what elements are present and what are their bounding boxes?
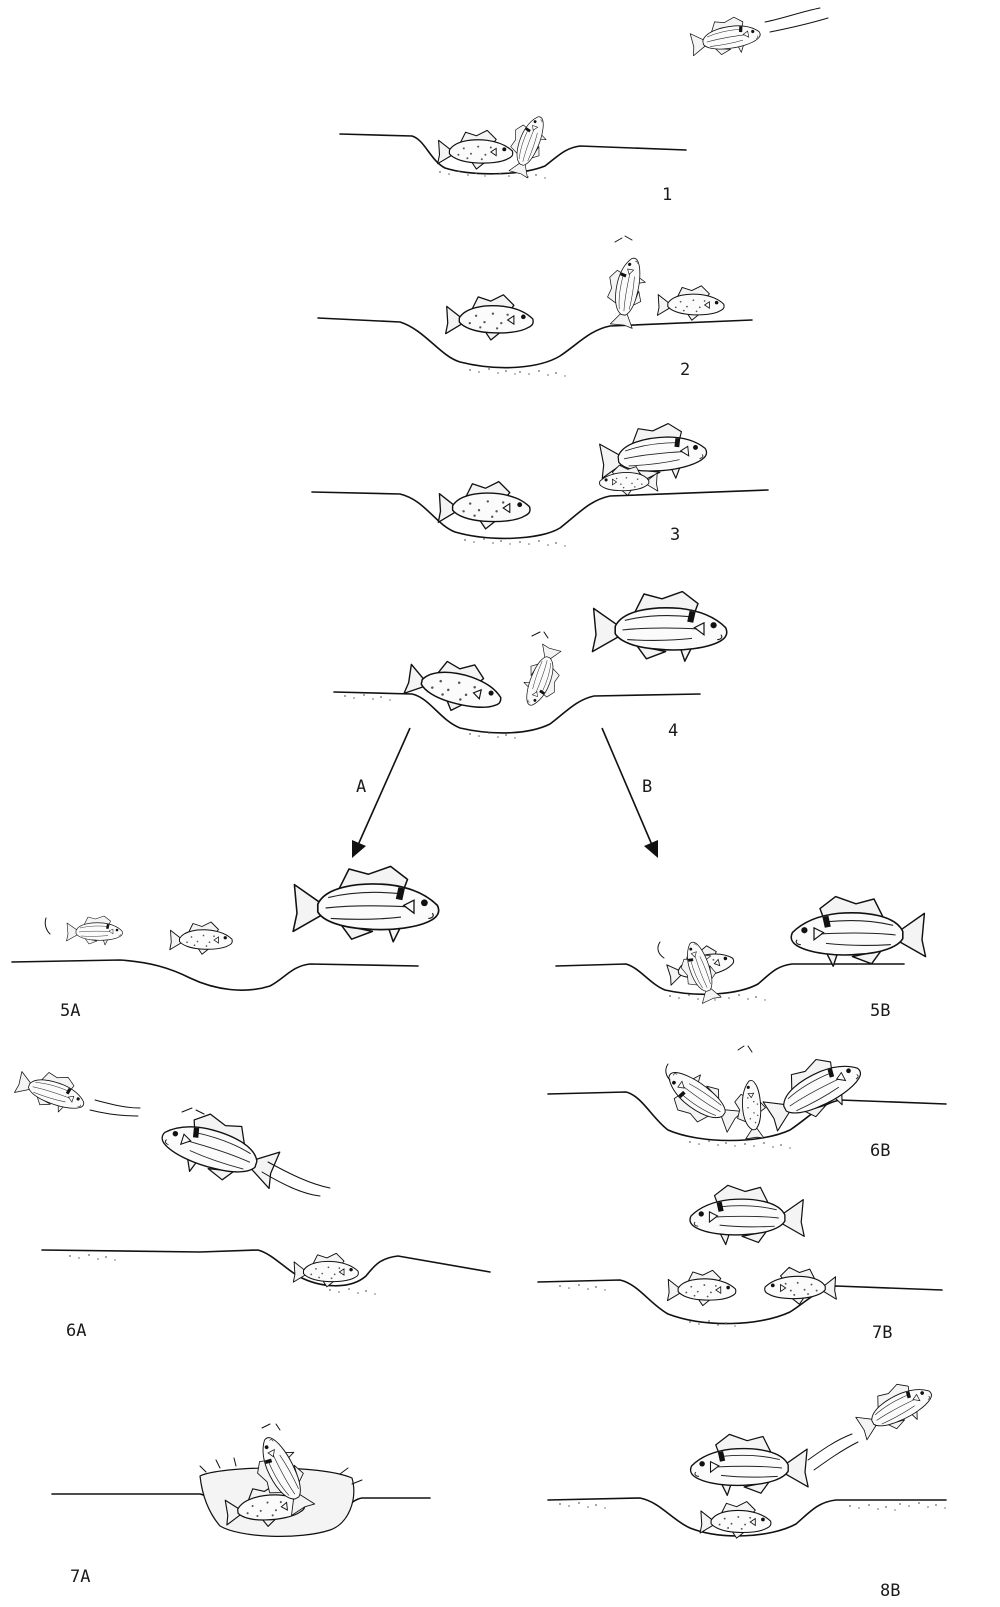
panel-2: 2	[318, 236, 752, 380]
panel-5a: 5A	[12, 866, 439, 1021]
large-fish-facing-left	[791, 897, 925, 967]
panel-label-3: 3	[670, 525, 680, 545]
panel-8b: 8B	[548, 1372, 946, 1601]
swimming-fish	[688, 8, 828, 61]
fish-left-in-pit	[667, 1270, 735, 1305]
large-fish-right	[293, 866, 439, 941]
panel-1: 1	[340, 8, 828, 205]
branch-label-a: A	[356, 777, 366, 797]
fish-in-pit	[438, 482, 530, 529]
departing-fish	[851, 1372, 939, 1445]
branch-arrow-b: B	[602, 728, 658, 858]
ground-line-6a	[42, 1250, 490, 1286]
panel-label-6b: 6B	[870, 1141, 890, 1161]
panel-label-1: 1	[662, 185, 672, 205]
branch-arrow-a: A	[352, 728, 410, 858]
chasing-fish	[155, 1102, 286, 1196]
fish-hovering	[691, 1434, 809, 1495]
large-fish-above	[592, 592, 726, 662]
fish-above-pit	[690, 1185, 804, 1244]
panel-label-2: 2	[680, 360, 690, 380]
tilted-fish	[517, 643, 568, 712]
small-fish-left	[67, 916, 123, 945]
fish-in-pit	[700, 1502, 771, 1539]
fighting-fish-cluster	[656, 1044, 870, 1141]
branch-label-b: B	[642, 777, 652, 797]
ground-line-3	[312, 490, 768, 538]
panel-7a: 7A	[52, 1424, 430, 1587]
panel-6a: 6A	[13, 1063, 490, 1341]
panel-label-7b: 7B	[872, 1323, 892, 1343]
panel-5b: 5B	[556, 897, 926, 1021]
fish-right-in-pit	[765, 1267, 837, 1304]
panel-label-8b: 8B	[880, 1581, 900, 1601]
small-fish-right	[657, 286, 724, 320]
panel-7b: 7B	[538, 1185, 942, 1343]
ground-line-7b	[538, 1280, 942, 1324]
panel-label-6a: 6A	[66, 1321, 86, 1341]
fleeing-fish	[13, 1063, 90, 1119]
vertical-fish	[602, 255, 649, 330]
ground-line-5a	[12, 960, 418, 990]
panel-label-7a: 7A	[70, 1567, 90, 1587]
fish-pair-in-pit	[664, 938, 737, 1007]
panel-label-5b: 5B	[870, 1001, 890, 1021]
panel-label-5a: 5A	[60, 1001, 80, 1021]
panel-label-4: 4	[668, 721, 678, 741]
panel-6b: 6B	[548, 1044, 946, 1161]
fish-in-pit	[446, 295, 534, 340]
panel-4: 4	[334, 592, 727, 741]
ground-line-5b	[556, 964, 904, 994]
ground-line-4	[334, 692, 700, 733]
panel-3: 3	[312, 420, 768, 547]
fish-in-pit	[403, 652, 507, 720]
fish-in-pit	[293, 1253, 358, 1287]
spotted-fish-middle	[170, 922, 233, 954]
